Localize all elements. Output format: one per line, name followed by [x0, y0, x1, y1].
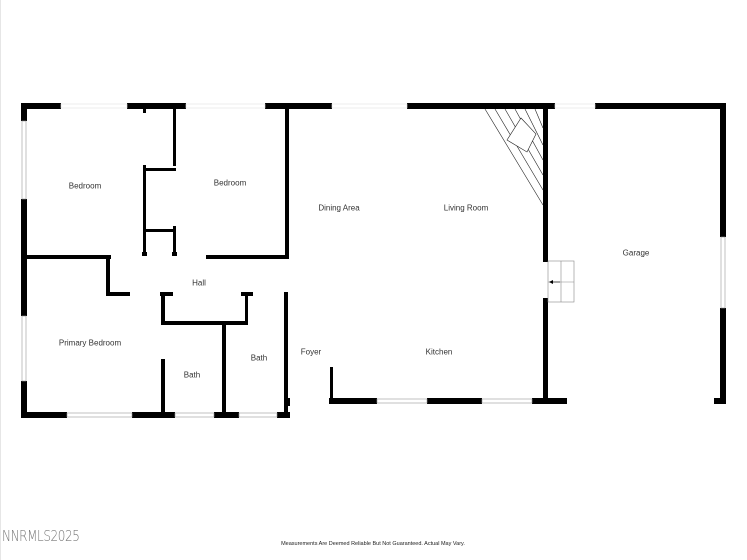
room-label-bath-2: Bath — [250, 353, 268, 363]
left-edge — [0, 0, 1, 560]
room-label-hall: Hall — [192, 278, 206, 288]
room-label-garage: Garage — [622, 248, 650, 258]
room-label-foyer: Foyer — [300, 347, 322, 357]
garage-steps-icon — [547, 260, 575, 303]
room-label-kitchen: Kitchen — [425, 347, 453, 357]
windows — [21, 103, 726, 418]
room-label-bath-1: Bath — [183, 370, 201, 380]
walls — [21, 103, 726, 418]
room-label-primary-bedroom: Primary Bedroom — [58, 338, 122, 348]
disclaimer-text: Measurements Are Deemed Reliable But Not… — [281, 541, 465, 547]
room-label-dining-area: Dining Area — [318, 203, 360, 213]
fireplace-icon — [484, 108, 544, 206]
room-label-living-room: Living Room — [443, 203, 489, 213]
room-label-bedroom-2: Bedroom — [213, 178, 247, 188]
mls-watermark: NNRMLS2025 — [2, 527, 80, 545]
room-label-bedroom-1: Bedroom — [68, 181, 102, 191]
